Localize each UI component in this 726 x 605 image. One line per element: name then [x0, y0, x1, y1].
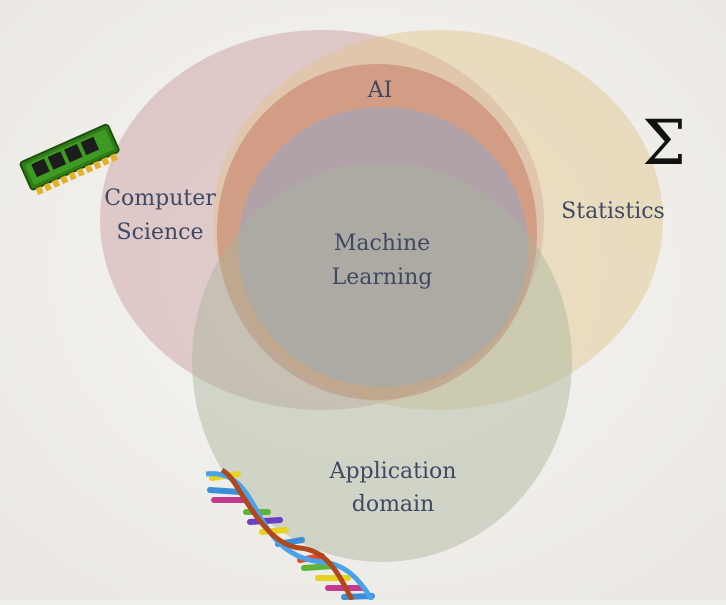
dna-helix-icon	[205, 467, 375, 602]
application-domain-label-line1: Application	[329, 459, 457, 484]
sigma-icon: Σ	[642, 106, 686, 179]
application-domain-circle	[192, 162, 572, 562]
application-domain-label-line2: domain	[352, 492, 435, 517]
computer-science-label-line1: Computer	[104, 186, 216, 211]
machine-learning-circle	[238, 107, 528, 387]
statistics-label: Statistics	[561, 199, 665, 224]
machine-learning-label-line2: Learning	[332, 265, 433, 290]
machine-learning-label-line1: Machine	[334, 231, 430, 256]
ai-label: AI	[367, 78, 393, 103]
memory-chip-icon	[19, 123, 120, 196]
computer-science-label-line2: Science	[117, 220, 204, 245]
